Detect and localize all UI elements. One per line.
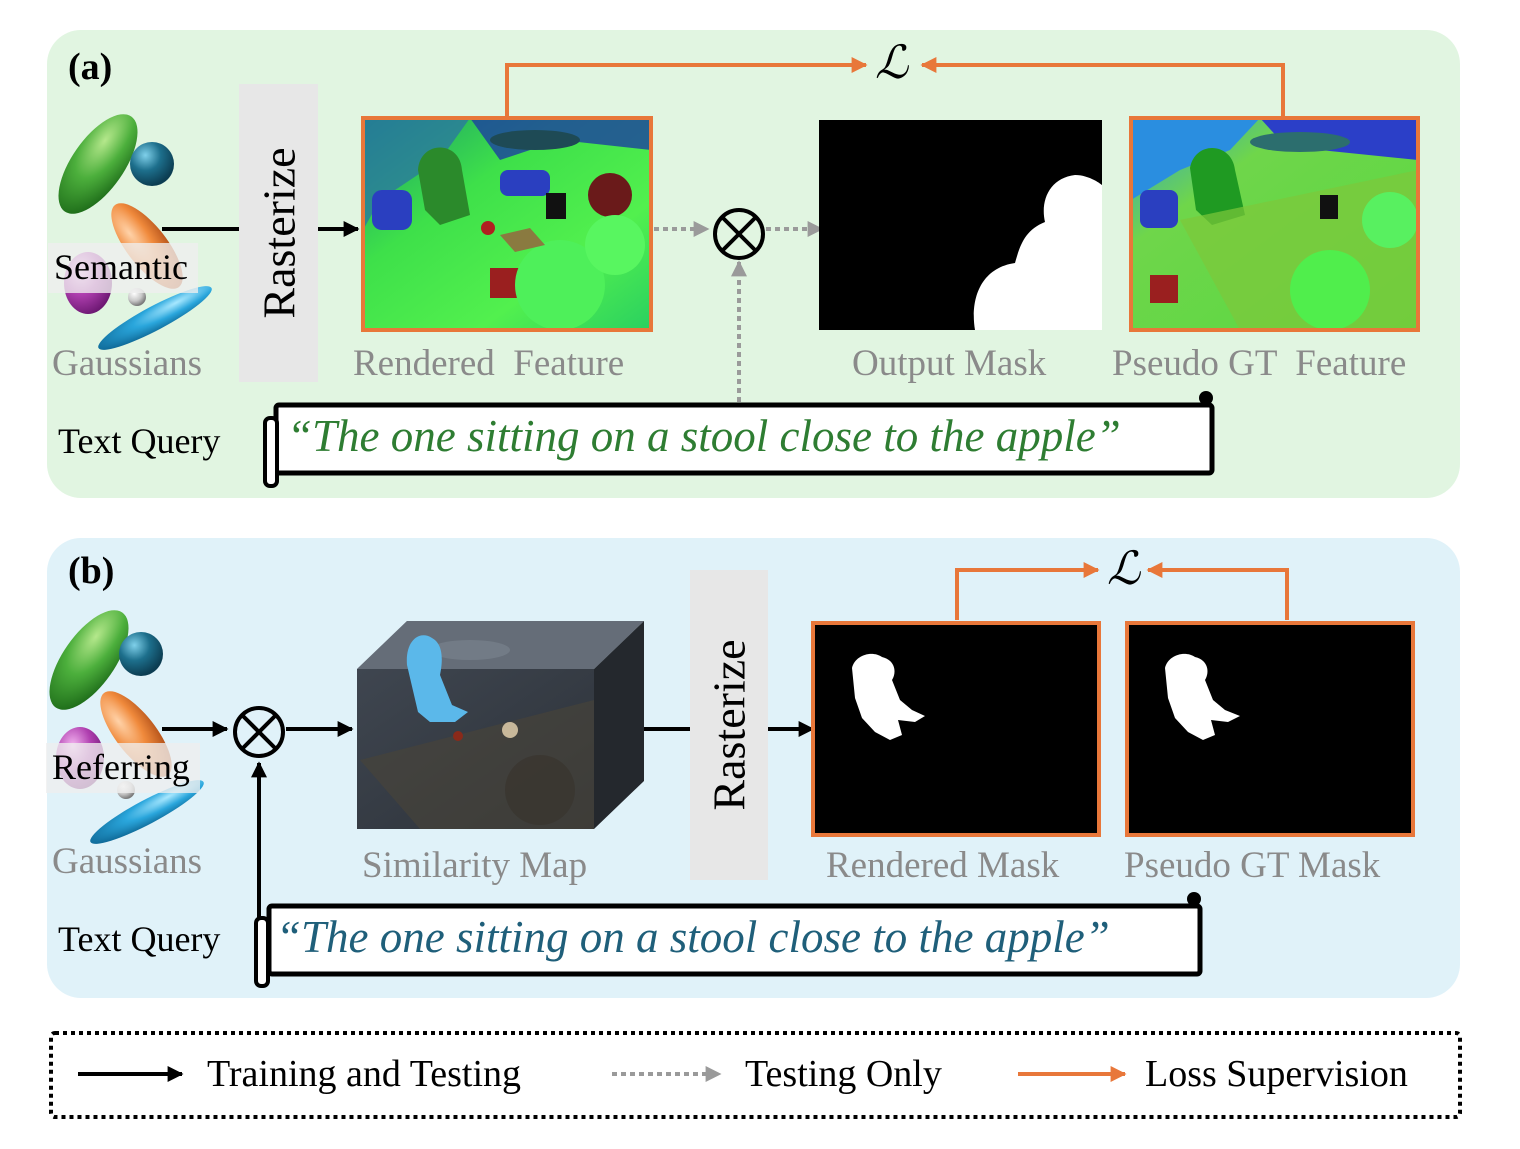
pseudo-gt-mask-image — [1125, 621, 1415, 837]
query-b-text: “The one sitting on a stool close to the… — [276, 912, 1110, 962]
query-a-text: “The one sitting on a stool close to the… — [287, 411, 1121, 461]
legend-training-testing: Training and Testing — [207, 1053, 522, 1095]
gaussians-a-word: Semantic — [48, 243, 198, 293]
rasterize-b-box: Rasterize — [690, 570, 768, 880]
loss-symbol-a: ℒ — [875, 37, 909, 88]
rasterize-a-label: Rasterize — [253, 147, 304, 319]
legend-testing-only: Testing Only — [745, 1053, 942, 1095]
panel-b-label: (b) — [68, 550, 115, 592]
gaussians-b-word: Referring — [46, 743, 200, 793]
rendered-feature-caption: Rendered Feature — [353, 343, 625, 384]
rendered-mask-caption: Rendered Mask — [826, 845, 1060, 886]
output-mask-caption: Output Mask — [852, 343, 1047, 384]
pseudo-gt-mask-caption: Pseudo GT Mask — [1124, 845, 1381, 886]
pseudo-gt-feature-caption: Pseudo GT Feature — [1112, 343, 1407, 384]
similarity-map-caption: Similarity Map — [362, 845, 588, 886]
gaussians-b-caption: Gaussians — [52, 841, 203, 882]
text-query-a-label: Text Query — [58, 421, 221, 461]
loss-arrow-b-left — [955, 562, 1100, 620]
legend-loss-supervision: Loss Supervision — [1145, 1053, 1408, 1095]
output-mask-image — [819, 120, 1102, 330]
query-scroll-a — [263, 391, 1215, 488]
loss-arrow-a-right — [920, 57, 1285, 116]
rasterize-b-label: Rasterize — [703, 639, 755, 811]
gaussians-b-icon — [49, 610, 204, 844]
multiply-a-icon — [713, 208, 765, 260]
rendered-mask-image — [811, 621, 1101, 837]
loss-symbol-b: ℒ — [1107, 543, 1141, 594]
rendered-feature-image — [361, 116, 653, 332]
loss-arrow-a-left — [505, 57, 868, 116]
panel-a-label: (a) — [68, 46, 113, 88]
rasterize-a-box: Rasterize — [239, 84, 318, 382]
text-query-b-label: Text Query — [58, 919, 221, 959]
multiply-b-icon — [233, 706, 285, 758]
gaussians-a-caption: Gaussians — [52, 343, 203, 384]
pseudo-gt-feature-image — [1129, 116, 1420, 332]
loss-arrow-b-right — [1146, 562, 1289, 620]
query-scroll-b — [254, 892, 1203, 988]
similarity-map-cube — [357, 621, 644, 829]
